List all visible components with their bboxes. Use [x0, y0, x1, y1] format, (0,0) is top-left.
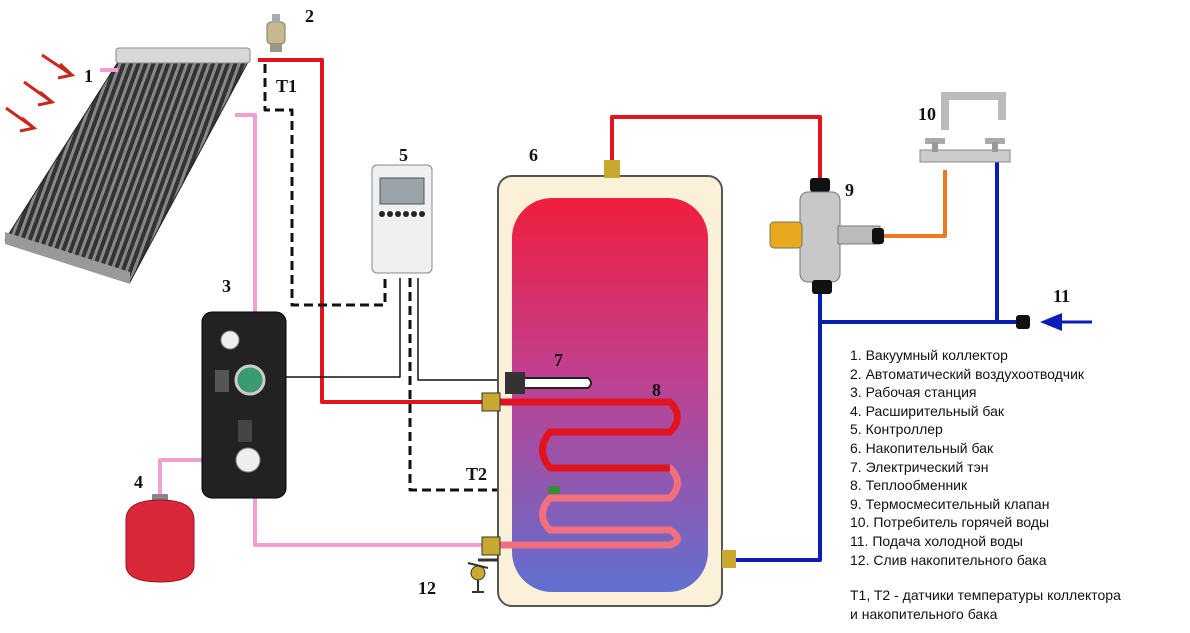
label-6: 6 — [529, 145, 538, 165]
vacuum-collector — [4, 47, 251, 284]
heat-outlet-fitting — [481, 536, 501, 556]
legend-item: 10. Потребитель горячей воды — [850, 514, 1050, 531]
legend-item: 4. Расширительный бак — [850, 402, 1005, 419]
label-9: 9 — [845, 180, 854, 200]
tank-to-valve-pipe — [610, 115, 822, 180]
drain-valve-icon — [467, 558, 498, 593]
legend-item: 7. Электрический тэн — [850, 458, 989, 475]
controller — [371, 164, 433, 274]
label-2: 2 — [305, 6, 314, 26]
legend-item: 1. Вакуумный коллектор — [850, 347, 1008, 363]
cold-water-inlet-arrow-icon — [1016, 313, 1092, 331]
sensor-note-line-2: и накопительного бака — [850, 606, 998, 622]
legend-item: 6. Накопительный бак — [850, 439, 994, 456]
air-vent-icon — [266, 14, 286, 52]
sensor-t2-wire — [408, 278, 552, 492]
label-1: 1 — [84, 66, 93, 86]
expansion-tank-pipe — [158, 458, 202, 500]
label-5: 5 — [399, 145, 408, 165]
label-12: 12 — [418, 578, 436, 598]
return-pipe — [235, 113, 257, 312]
label-11: 11 — [1053, 286, 1071, 306]
pump-wire — [285, 278, 401, 378]
return-pipe-lower — [253, 498, 490, 547]
legend-item: 9. Термосмесительный клапан — [850, 495, 1050, 512]
legend-item: 8. Теплообменник — [850, 477, 968, 494]
expansion-tank — [125, 494, 195, 583]
legend-item: 5. Контроллер — [850, 421, 943, 438]
label-t1: T1 — [276, 76, 298, 96]
cold-water-pipe — [735, 162, 1025, 562]
mixed-water-pipe — [880, 170, 947, 238]
legend-item: 3. Рабочая станция — [850, 384, 977, 401]
label-10: 10 — [918, 104, 936, 124]
legend-item: 2. Автоматический воздухоотводчик — [850, 365, 1085, 382]
legend-item: 12. Слив накопительного бака — [850, 551, 1047, 568]
label-3: 3 — [222, 276, 231, 296]
thermostatic-mixing-valve — [769, 178, 884, 294]
legend-item: 11. Подача холодной воды — [850, 532, 1023, 549]
legend: 1. Вакуумный коллектор 2. Автоматический… — [850, 346, 1084, 569]
sensor-note-line-1: T1, T2 - датчики температуры коллектора — [850, 587, 1121, 603]
hot-supply-pipe — [258, 58, 490, 404]
label-t2: T2 — [466, 464, 488, 484]
sensor-t1-wire — [263, 64, 387, 307]
heater-wire — [417, 278, 510, 381]
sensor-t2-probe — [548, 486, 560, 494]
pump-station — [201, 311, 287, 499]
sun-rays-icon — [5, 53, 76, 133]
electric-heater — [505, 372, 592, 394]
label-4: 4 — [134, 472, 143, 492]
label-8: 8 — [652, 380, 661, 400]
label-7: 7 — [554, 350, 563, 370]
heat-inlet-fitting — [481, 392, 501, 412]
sensor-note: T1, T2 - датчики температуры коллектора … — [850, 586, 1121, 624]
hot-water-faucet-icon — [919, 92, 1011, 163]
